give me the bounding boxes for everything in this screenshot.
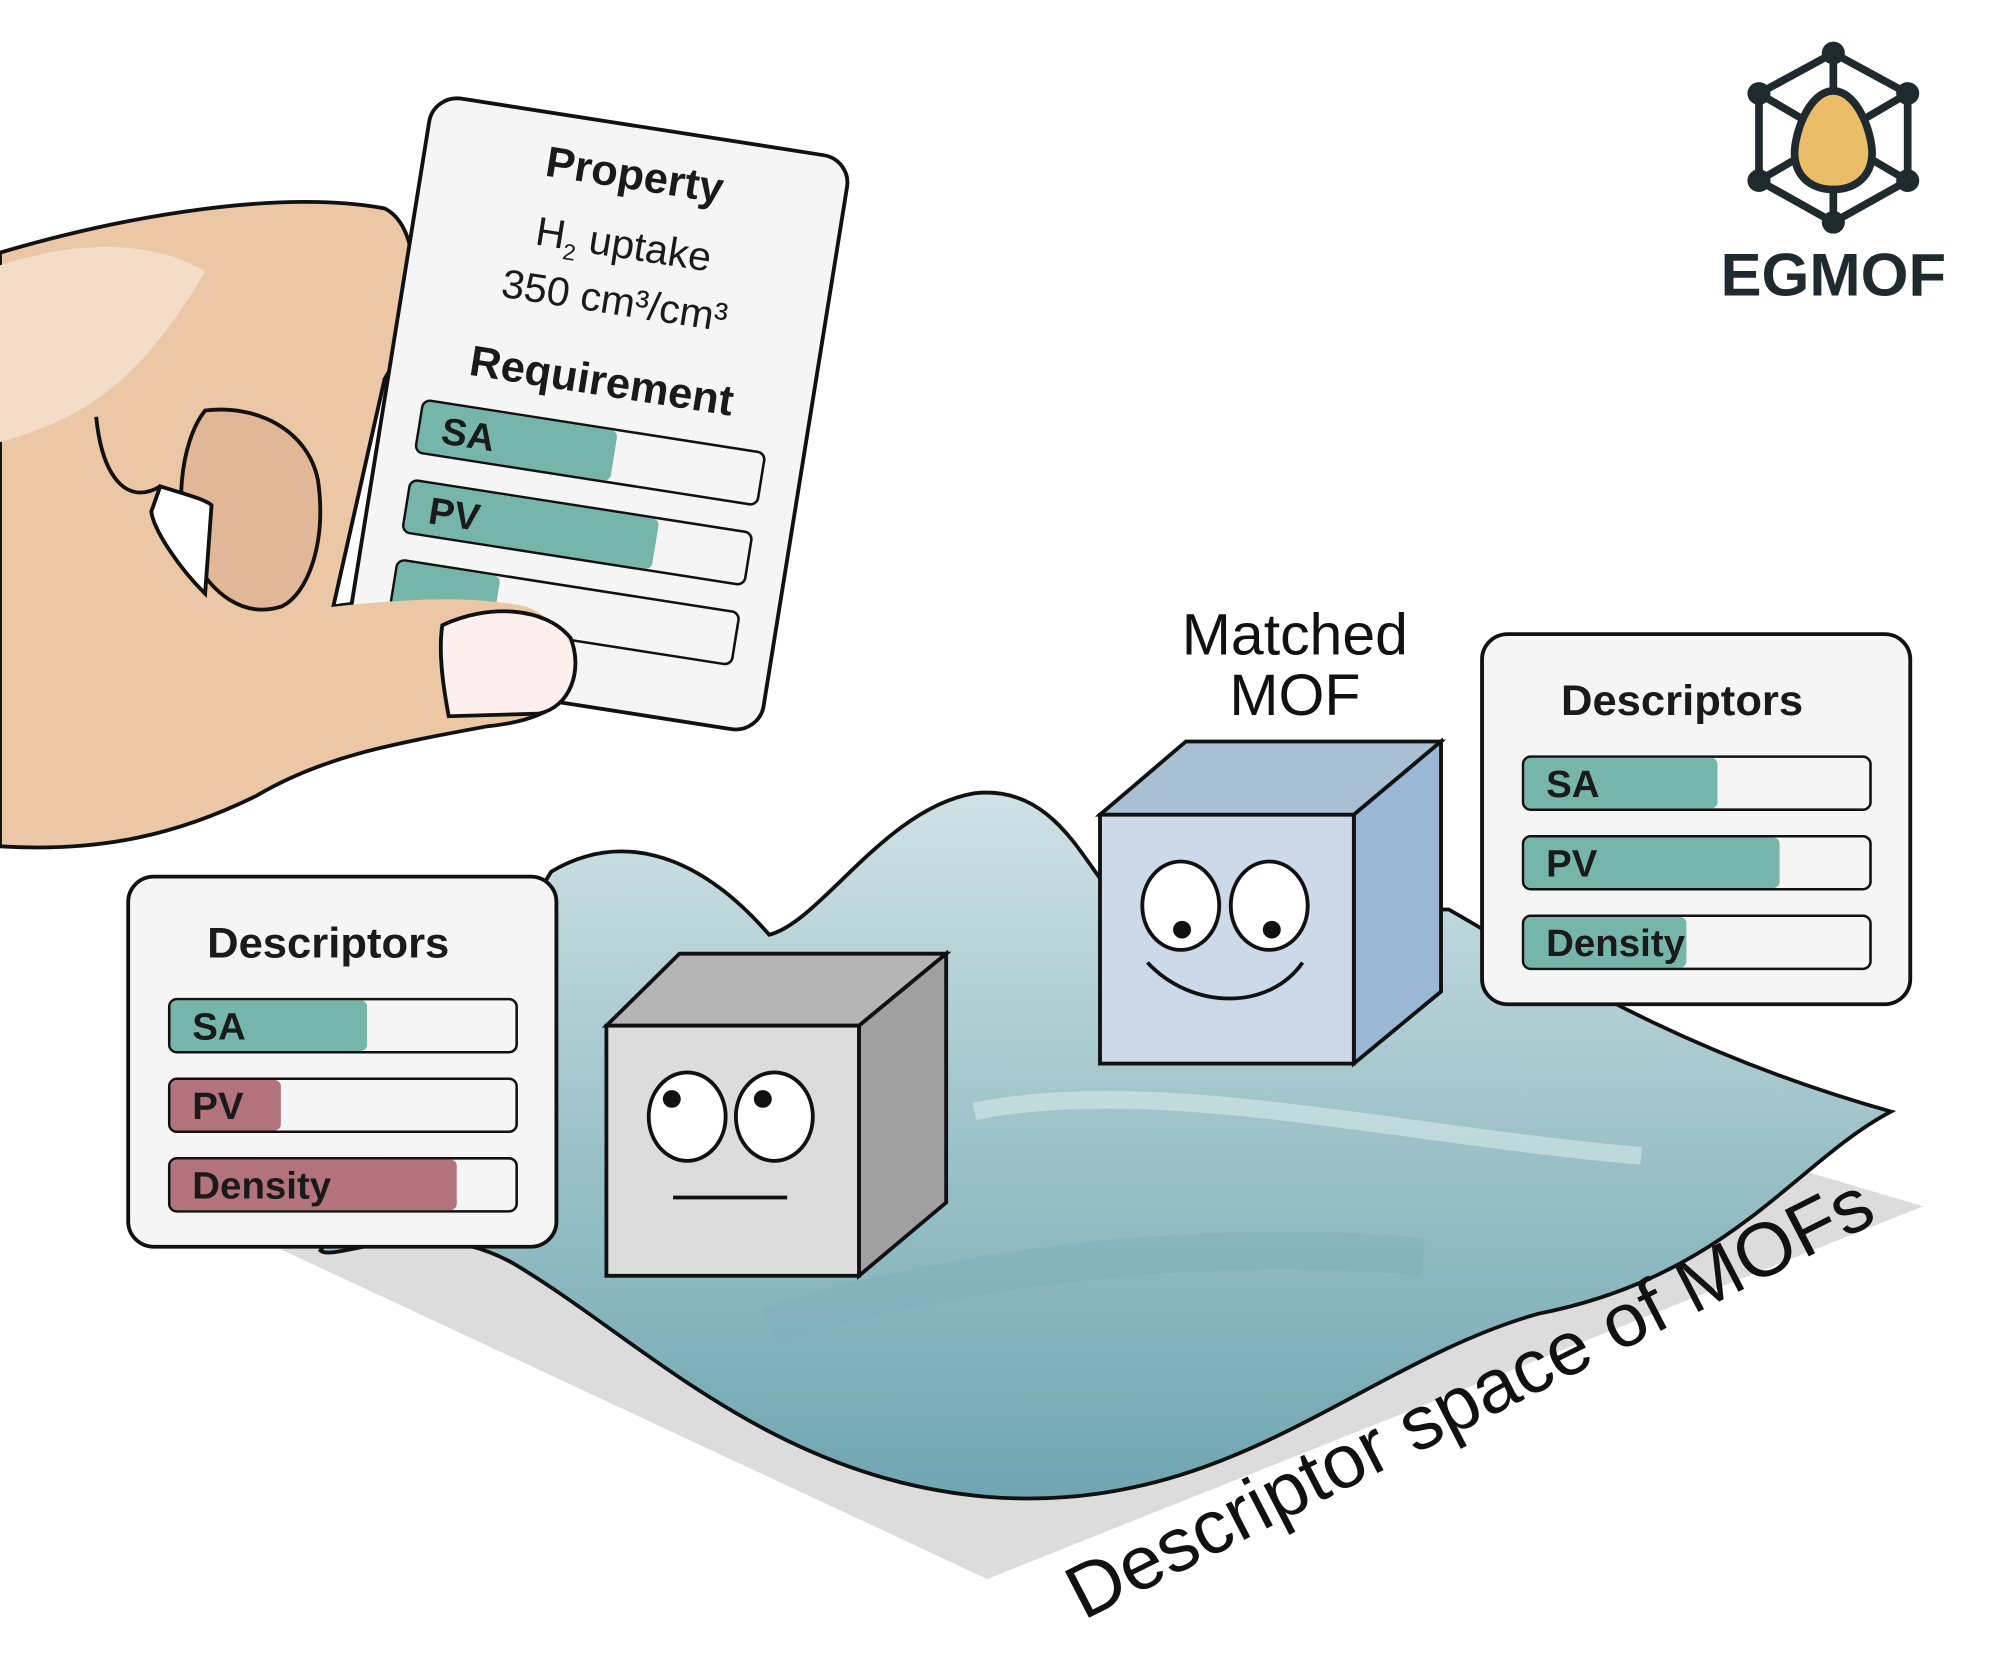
egmof-logo: EGMOF [1721, 41, 1947, 308]
descriptor-bar-fill [170, 1080, 281, 1131]
descriptor-bar-label: Density [1546, 922, 1686, 965]
matched-label-line1: Matched [1182, 603, 1408, 668]
card-heading: Descriptors [1561, 677, 1803, 725]
descriptor-bar-fill [170, 1159, 457, 1211]
descriptor-bar-fill [417, 402, 618, 481]
right-descriptors-card: Descriptors SA PV Density [1480, 632, 1913, 1007]
smile [1146, 961, 1305, 1001]
descriptor-bar-label: SA [1546, 763, 1599, 806]
descriptor-bar-fill [404, 481, 659, 569]
descriptor-bar-label: PV [426, 490, 484, 540]
descriptor-bar-label: Density [192, 1165, 332, 1208]
descriptor-bar-label: SA [192, 1006, 245, 1049]
unmatched-mof-cube [601, 949, 952, 1280]
logo-text: EGMOF [1721, 241, 1947, 308]
eye [1228, 859, 1310, 952]
descriptor-bar-fill [1524, 837, 1780, 888]
surface-highlight [972, 1090, 1642, 1165]
card-heading: Descriptors [207, 920, 449, 968]
descriptor-bar-label: PV [192, 1085, 244, 1128]
descriptor-bar-label: SA [438, 410, 498, 460]
descriptor-bar-fill [1524, 757, 1718, 809]
eye [1140, 859, 1222, 952]
requirement-card: Property H2 uptake 350 cm³/cm³ Requireme… [343, 96, 850, 732]
left-descriptors-card: Descriptors SA PV Density [126, 874, 559, 1249]
eye [733, 1070, 815, 1163]
surface-shading [763, 1231, 1425, 1345]
matched-mof-cube [1094, 737, 1447, 1068]
descriptor-bar-label: PV [1546, 843, 1598, 886]
eye [646, 1070, 728, 1163]
descriptor-bar-fill [1524, 917, 1687, 968]
matched-label-line2: MOF [1229, 663, 1360, 728]
thumb-nail [438, 609, 578, 719]
descriptor-bar-fill [170, 1000, 368, 1051]
